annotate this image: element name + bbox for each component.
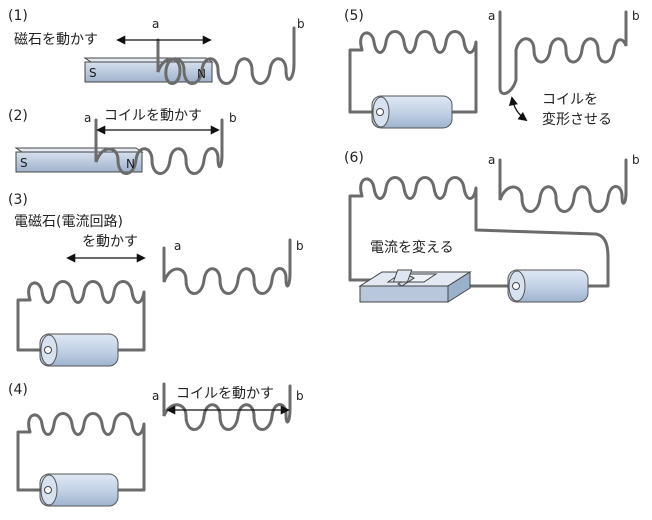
terminal-a-label: a <box>174 239 182 253</box>
battery <box>39 473 119 507</box>
battery <box>371 95 453 129</box>
magnet-s-label: S <box>89 66 97 80</box>
magnet-n-label: N <box>197 67 206 81</box>
action-label: コイルを動かす <box>104 108 202 124</box>
coil <box>156 26 296 85</box>
battery <box>507 269 589 303</box>
terminal-b-label: b <box>296 239 304 253</box>
panel-number: (3) <box>8 192 28 208</box>
battery <box>39 333 119 367</box>
rheostat <box>358 269 472 303</box>
panel-2 <box>14 118 224 175</box>
magnet-s-label: S <box>20 156 28 170</box>
panel-number: (1) <box>8 8 28 24</box>
panel-number: (6) <box>344 150 364 166</box>
deform-arrow <box>508 96 528 122</box>
panel-6 <box>348 158 628 303</box>
action-label-line2: 変形させる <box>542 112 612 128</box>
panel-4 <box>16 382 292 507</box>
terminal-b-label: b <box>297 17 305 31</box>
action-label: 電流を変える <box>370 240 454 256</box>
terminal-a-label: a <box>152 17 160 31</box>
panel-3 <box>16 238 292 367</box>
action-label-line1: コイルを <box>542 92 598 108</box>
panel-5 <box>348 10 628 129</box>
coil <box>498 158 628 213</box>
terminal-a-label: a <box>152 389 160 403</box>
panel-1 <box>83 26 296 85</box>
terminal-b-label: b <box>296 389 304 403</box>
terminal-b-label: b <box>229 111 237 125</box>
terminal-a-label: a <box>488 153 496 167</box>
bar-magnet <box>83 57 214 83</box>
panel-number: (4) <box>8 382 28 398</box>
coil <box>162 238 292 295</box>
bar-magnet <box>14 147 144 173</box>
primary-circuit <box>16 280 146 352</box>
terminal-b-label: b <box>632 9 640 23</box>
terminal-a-label: a <box>84 111 92 125</box>
coil <box>94 118 224 175</box>
primary-circuit <box>16 412 146 492</box>
action-label-line1: 電磁石(電流回路) <box>14 214 123 230</box>
panel-number: (5) <box>344 8 364 24</box>
action-label: コイルを動かす <box>176 386 274 402</box>
action-label: 磁石を動かす <box>14 32 98 48</box>
terminal-a-label: a <box>488 9 496 23</box>
primary-circuit <box>348 30 478 114</box>
coil <box>498 10 628 96</box>
panel-number: (2) <box>8 108 28 124</box>
magnet-n-label: N <box>126 157 135 171</box>
action-label-line2: を動かす <box>82 234 138 250</box>
terminal-b-label: b <box>632 153 640 167</box>
